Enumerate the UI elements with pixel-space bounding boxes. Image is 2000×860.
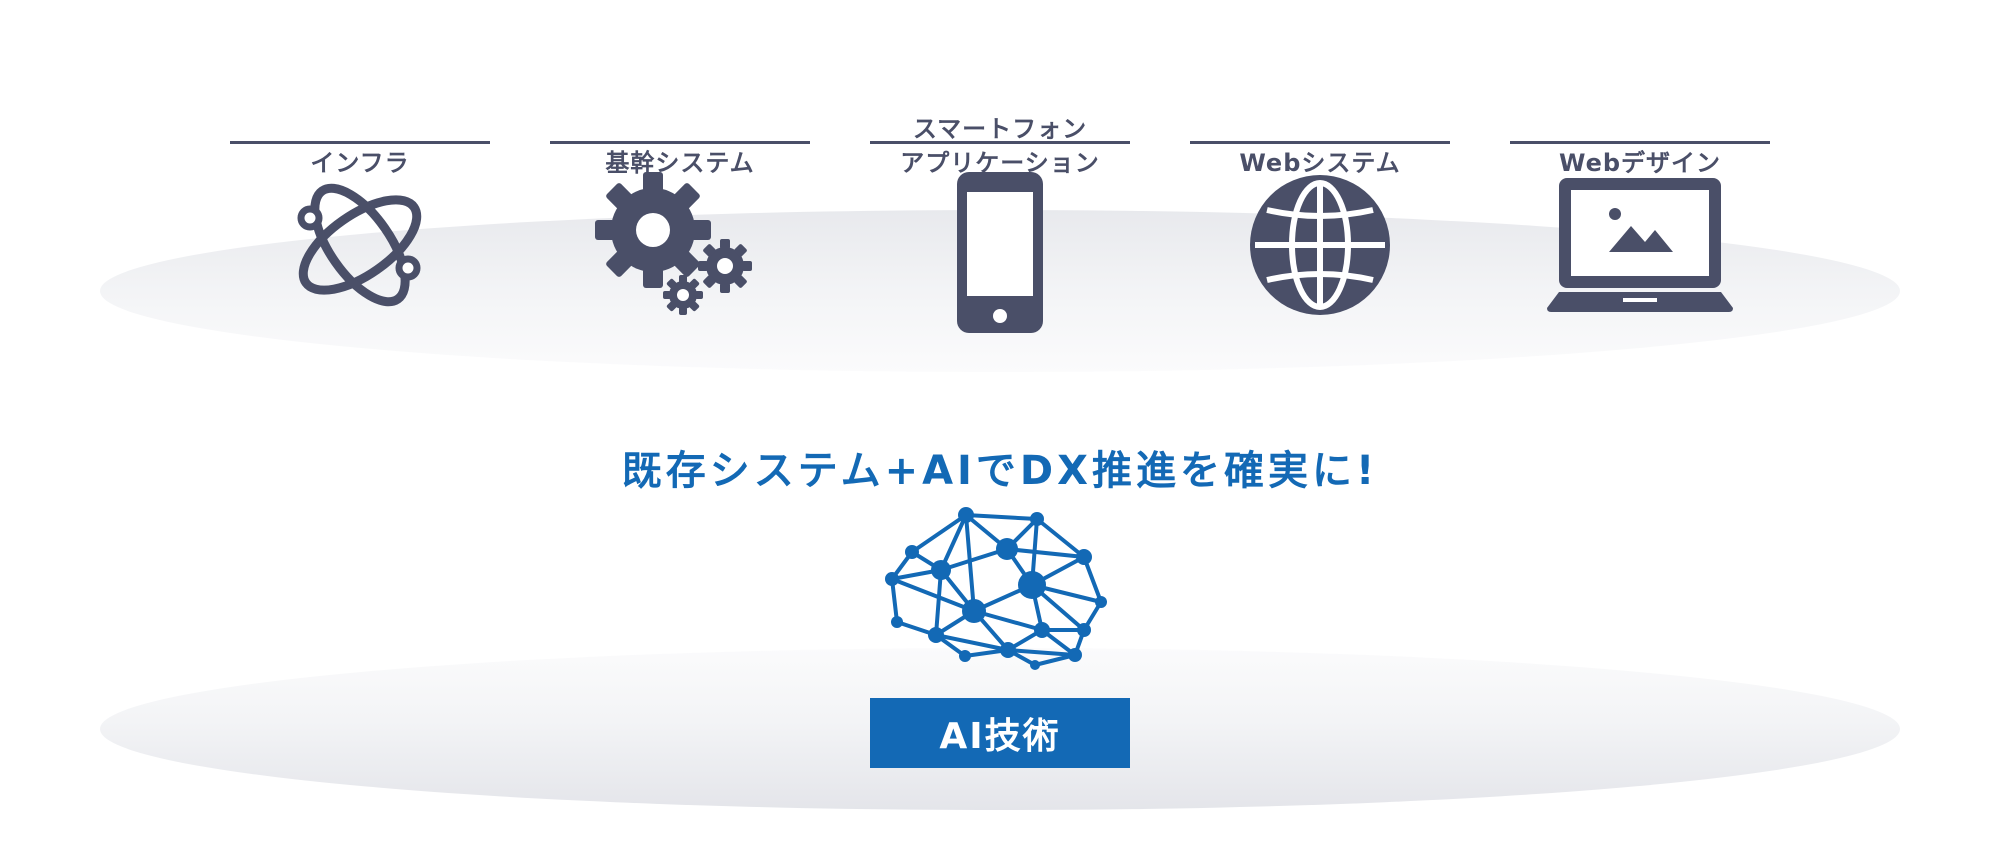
category-web-system: Webシステム — [1190, 40, 1450, 340]
atom-icon — [297, 183, 422, 307]
category-label: Webデザイン — [1558, 149, 1722, 177]
category-label: 基幹システム — [605, 149, 755, 177]
category-underline — [1190, 141, 1450, 144]
laptop-icon — [1547, 178, 1733, 312]
category-label: Webシステム — [1239, 149, 1401, 177]
category-underline — [230, 141, 490, 144]
category-label: インフラ — [310, 149, 410, 177]
category-infra: インフラ — [230, 40, 490, 340]
neural-network-icon — [885, 507, 1107, 670]
category-underline — [550, 141, 810, 144]
smartphone-icon — [957, 172, 1043, 333]
globe-icon — [1250, 175, 1390, 315]
gears-icon — [595, 172, 752, 315]
category-core-system: 基幹システム — [550, 40, 810, 340]
category-web-design: Webデザイン — [1510, 40, 1770, 340]
category-underline — [870, 141, 1130, 144]
ai-technology-label: AI技術 — [870, 698, 1130, 768]
category-smartphone-app: スマートフォン アプリケーション — [870, 40, 1130, 340]
headline: 既存システム+AIでDX推進を確実に! — [621, 448, 1379, 494]
category-underline — [1510, 141, 1770, 144]
